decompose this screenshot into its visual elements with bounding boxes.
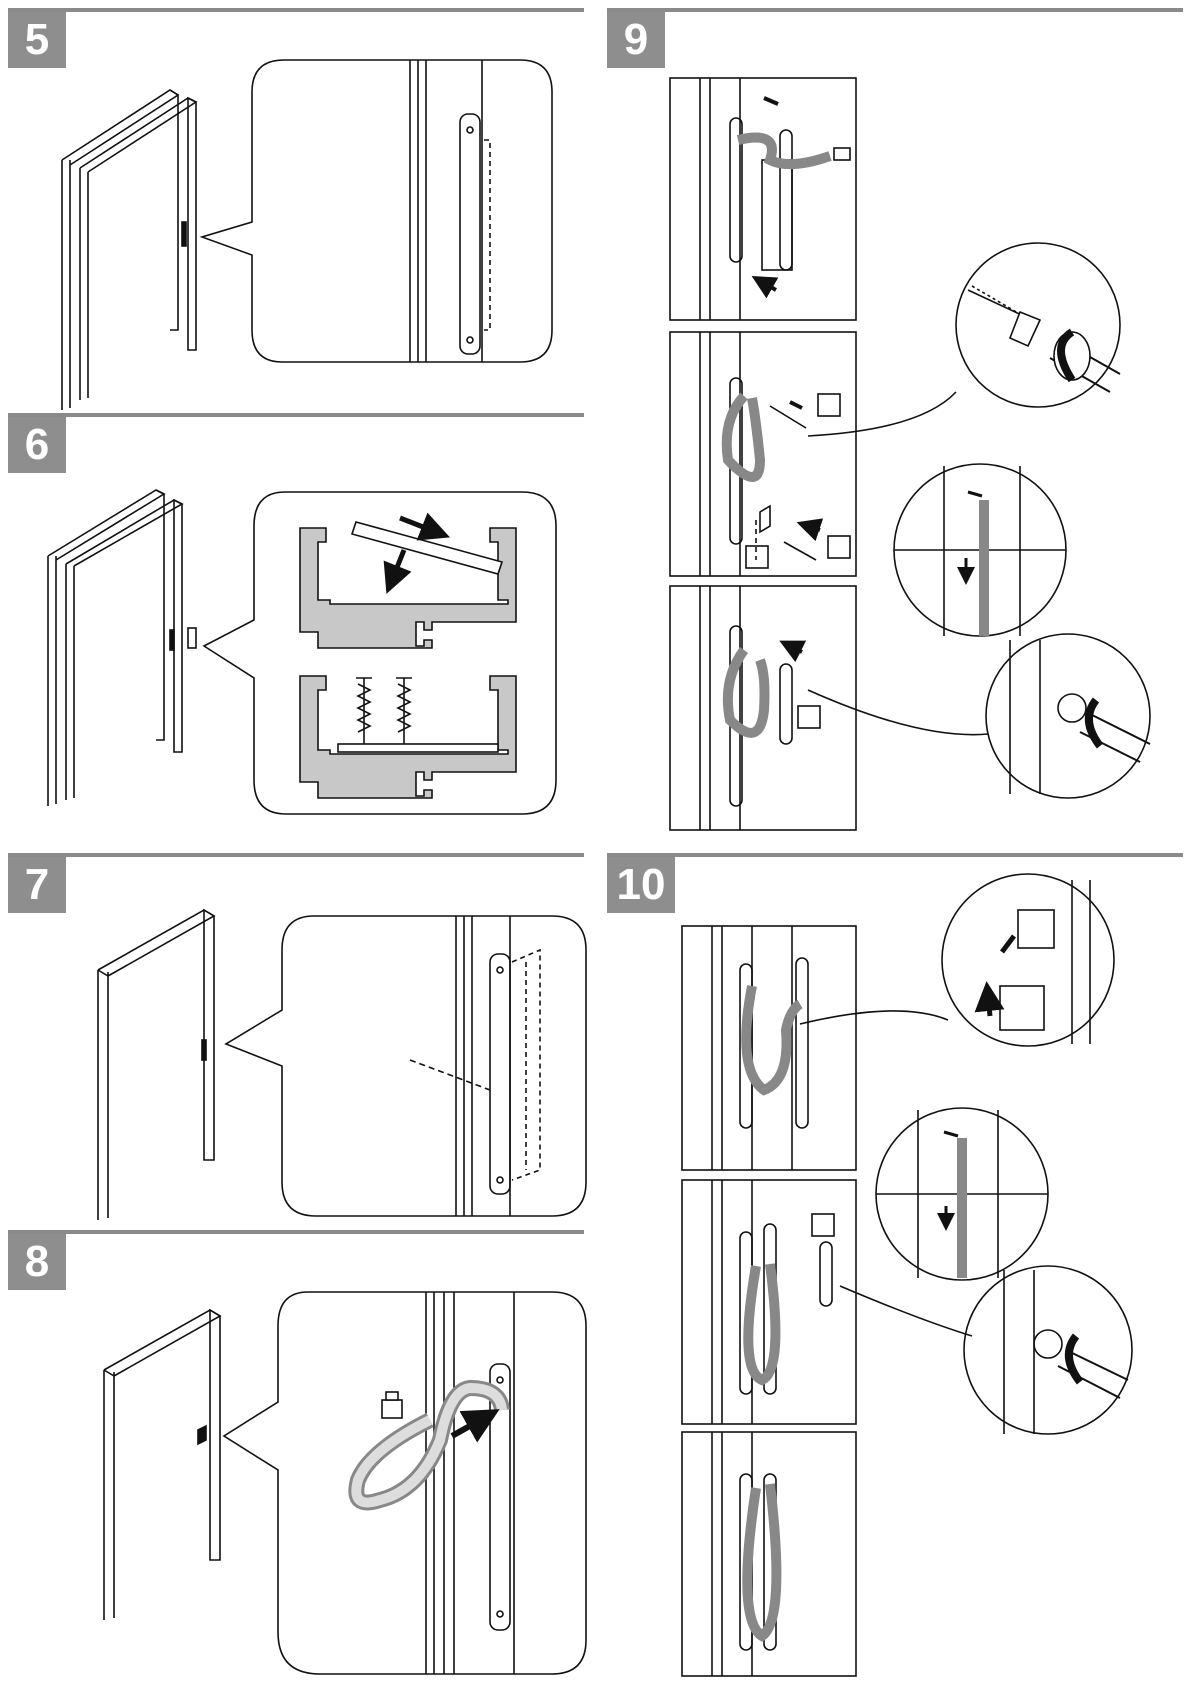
step-6-profile-bottom <box>300 676 516 798</box>
step-10-panel-c <box>682 1432 856 1676</box>
cable-hose-icon <box>356 1388 502 1503</box>
connector-plug-icon <box>382 1392 402 1418</box>
step-5-door-frame <box>62 90 196 410</box>
step-9-panel-b <box>670 332 856 576</box>
step-8-door-frame <box>104 1310 220 1620</box>
step-6-plate <box>338 744 498 752</box>
step-10-zoom-clip <box>876 1108 1048 1280</box>
step-6-door-frame <box>48 490 196 806</box>
step-9-panel-a <box>670 78 856 320</box>
arrow-icon <box>452 1418 484 1436</box>
step-10-zoom-screwdriver <box>840 1266 1132 1434</box>
screwdriver-icon <box>1050 332 1120 392</box>
step-5-detail-callout <box>202 60 552 362</box>
step-7-door-frame <box>98 910 214 1220</box>
step-10-panel-b <box>682 1180 856 1424</box>
step-7-detail-callout <box>226 916 586 1216</box>
step-10-panel-a <box>682 926 856 1170</box>
step-9-panel-c <box>670 586 856 830</box>
step-9-zoom-screwdriver <box>808 634 1150 798</box>
step-10-zoom-connector <box>800 874 1114 1046</box>
step-9-zoom-clip <box>894 464 1066 636</box>
screw-icon <box>356 678 412 744</box>
